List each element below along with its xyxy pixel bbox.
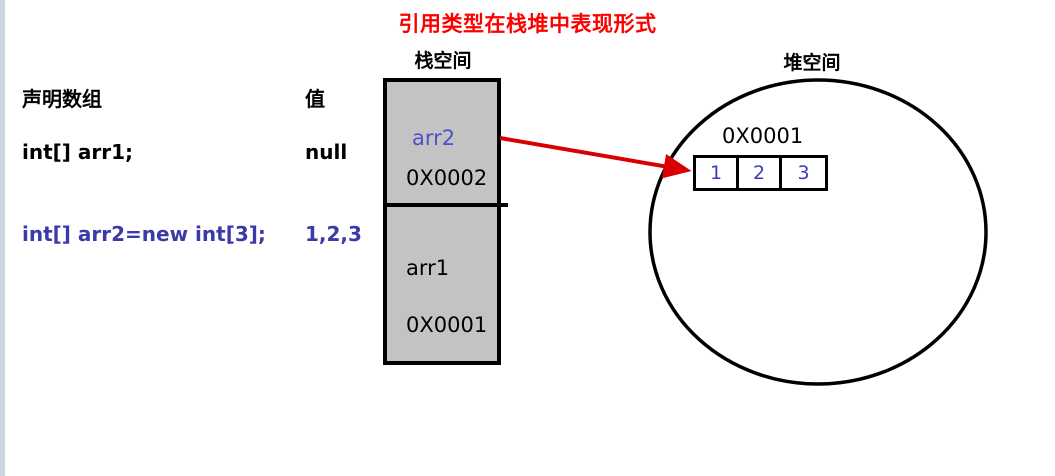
heap-ellipse	[648, 78, 988, 386]
heap-array-cell: 1	[696, 158, 739, 188]
decl-header-value: 值	[305, 87, 325, 111]
heap-space-label: 堆空间	[783, 52, 841, 74]
heap-array-cell: 3	[797, 162, 810, 184]
reference-arrow-icon	[499, 136, 692, 179]
decl-row-arr1-name: int[] arr1;	[22, 140, 134, 164]
stack-cell-divider	[383, 203, 508, 207]
decl-header-name: 声明数组	[22, 87, 102, 111]
stack-cell-arr2-address: 0X0002	[406, 166, 488, 190]
decl-row-arr2-name: int[] arr2=new int[3];	[22, 222, 266, 246]
heap-array-box: 1 2 3	[693, 155, 828, 191]
decl-row-arr2-value: 1,2,3	[305, 222, 362, 246]
stack-cell-arr1-address: 0X0001	[406, 313, 488, 337]
stack-space-label: 栈空间	[414, 50, 472, 72]
page-title: 引用类型在栈堆中表现形式	[398, 12, 657, 36]
heap-array-cell: 2	[739, 158, 782, 188]
stack-box	[383, 78, 501, 365]
heap-address-label: 0X0001	[722, 124, 804, 148]
decl-row-arr1-value: null	[305, 140, 348, 164]
stack-cell-arr2-name: arr2	[412, 126, 456, 150]
left-edge-rail	[0, 0, 5, 476]
stack-cell-arr1-name: arr1	[406, 256, 450, 280]
